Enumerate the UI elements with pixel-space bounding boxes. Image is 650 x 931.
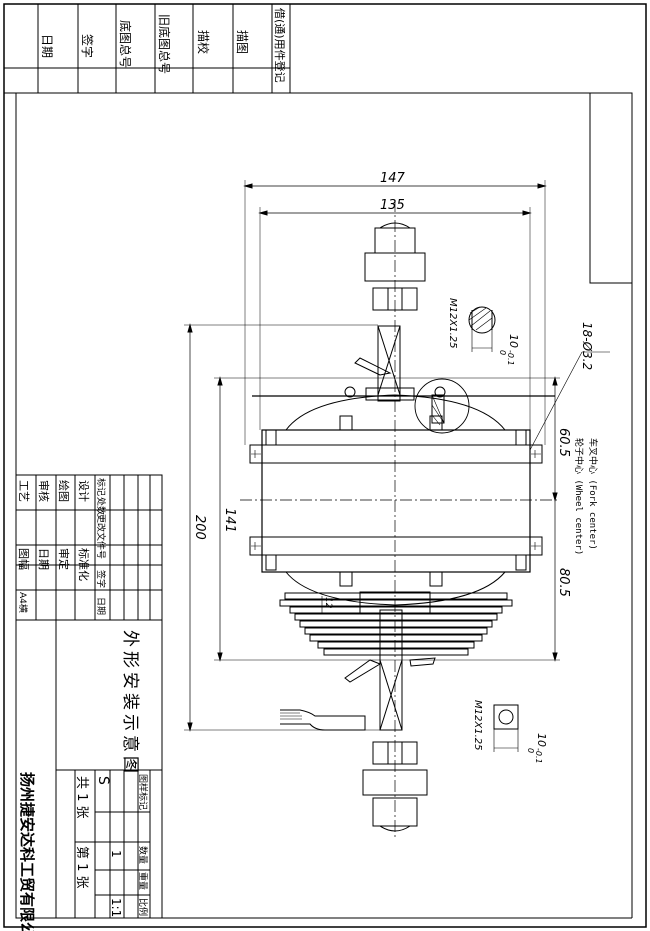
bottom-shell	[285, 571, 506, 606]
role-design: 设计	[77, 480, 90, 502]
side-col5: 底图总号	[118, 20, 133, 68]
dim-18-holes: 18-Ø3.2	[580, 322, 594, 370]
side-col3: 描校	[196, 30, 211, 54]
thread-label-bottom: M12X1.25	[472, 700, 483, 750]
side-col1: 借(通)用件登记	[273, 8, 287, 83]
flat-label-bottom: 10	[535, 733, 548, 747]
paper-format: A4横	[17, 592, 29, 613]
top-washer	[364, 252, 426, 282]
tol-bottom-upper: 0	[526, 748, 535, 753]
hdr-scale: 比例	[137, 898, 149, 916]
top-axle	[377, 325, 401, 402]
bottom-nut	[372, 741, 418, 765]
role-process: 工艺	[17, 480, 30, 502]
hdr-mass: 重量	[137, 872, 149, 890]
role-approve: 审定	[57, 548, 71, 570]
bottom-washer	[362, 769, 428, 796]
role-drawno: 图幅	[17, 548, 30, 570]
side-col7: 日期	[40, 34, 54, 58]
quantity-value: 1	[109, 850, 123, 858]
cable	[280, 709, 366, 731]
side-register-table: 借(通)用件登记 描图 描校 旧底图总号 底图总号 签字 日期	[4, 4, 291, 94]
thread-section-bottom	[493, 704, 519, 730]
dimension-labels: 147 135 200 141 60.5 80.5 18-Ø3.2 12 M12…	[192, 171, 599, 764]
top-nut	[372, 287, 418, 311]
title-block	[15, 474, 163, 919]
side-col4: 旧底图总号	[157, 14, 172, 74]
tol-top-upper: 0	[498, 350, 507, 355]
fork-center-note: 车叉中心 (Fork center)	[587, 438, 599, 550]
motor-hub	[261, 429, 531, 573]
role-check: 审核	[37, 480, 51, 502]
tol-bottom-lower: -0.1	[534, 748, 543, 764]
corner-box	[589, 92, 633, 284]
leader-18	[529, 351, 610, 451]
dim-135: 135	[380, 198, 405, 213]
bottom-cap	[372, 797, 418, 827]
title-block-text: 标记 处数 更改文件号 签字 日期 设计 绘图 审核 工艺 标准化 审定 日期 …	[17, 478, 149, 931]
drawing-title: 外形安装示意图	[120, 630, 140, 777]
role-draw: 绘图	[57, 480, 71, 502]
dim-141: 141	[222, 508, 237, 533]
rev-count: 处数	[95, 497, 107, 515]
rev-date: 日期	[95, 597, 106, 615]
detail-circle	[414, 378, 470, 434]
rev-doc: 更改文件号	[95, 514, 107, 559]
stage-value: S	[95, 776, 111, 785]
scale-value: 1:1	[109, 898, 123, 917]
top-shell	[285, 394, 506, 431]
side-col6: 签字	[80, 34, 95, 58]
flat-label-top: 10	[507, 334, 520, 348]
freewheel-body	[359, 591, 431, 615]
company-name: 扬州捷安达科工贸有限公司	[18, 772, 36, 931]
wheel-center-note: 轮子中心 (Wheel center)	[573, 438, 585, 555]
tol-top-lower: -0.1	[506, 350, 515, 366]
hdr-weight: 数量	[137, 846, 149, 864]
sheet-border	[3, 3, 647, 928]
dim-200: 200	[192, 515, 207, 540]
bottom-axle	[379, 609, 403, 731]
rev-mark: 标记	[95, 478, 107, 496]
hdr-stage: 图样标记	[137, 774, 149, 810]
dim-80-5: 80.5	[556, 568, 571, 597]
rev-sign: 签字	[95, 570, 107, 588]
dim-147: 147	[380, 171, 406, 186]
hub-motor-drawing	[184, 180, 610, 840]
role-date: 日期	[37, 548, 50, 570]
dim-60-5: 60.5	[556, 428, 571, 457]
side-col2: 描图	[235, 30, 249, 54]
dim-12: 12	[323, 597, 333, 609]
sheet-number: 第 1 张	[74, 846, 89, 889]
role-standard: 标准化	[77, 548, 91, 581]
thread-label-top: M12X1.25	[447, 298, 458, 348]
sheet-total: 共 1 张	[74, 776, 89, 819]
